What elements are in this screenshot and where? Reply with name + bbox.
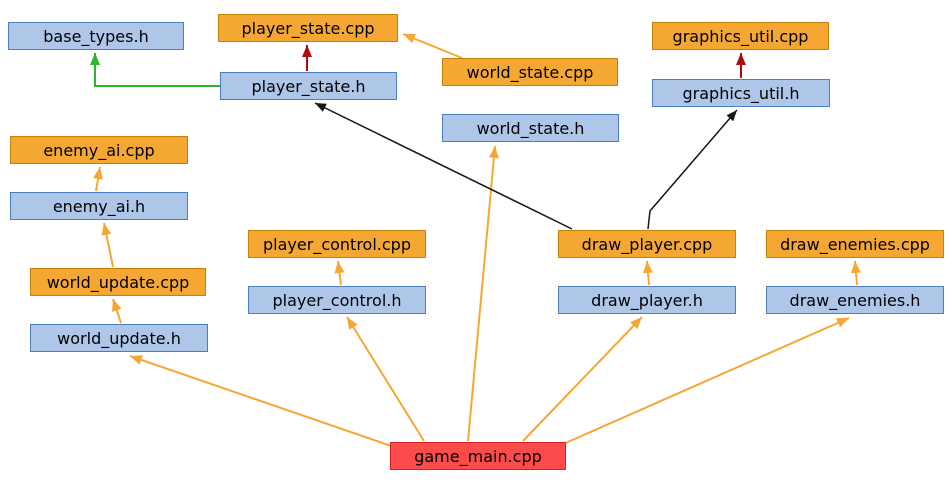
node-player-state-cpp[interactable]: player_state.cpp	[218, 14, 398, 42]
node-world-state-cpp[interactable]: world_state.cpp	[442, 58, 618, 86]
node-label: game_main.cpp	[414, 446, 542, 466]
edge-game-main-cpp-to-player-control-h	[346, 316, 425, 442]
node-draw-enemies-h[interactable]: draw_enemies.h	[766, 286, 944, 314]
node-world-update-h[interactable]: world_update.h	[30, 324, 208, 352]
edge-game-main-cpp-to-draw-enemies-h	[560, 317, 850, 446]
node-draw-player-h[interactable]: draw_player.h	[558, 286, 736, 314]
edge-player-control-h-to-player-control-cpp	[334, 260, 345, 286]
node-label: draw_enemies.h	[789, 290, 921, 310]
node-label: world_update.cpp	[46, 272, 190, 292]
edge-enemy-ai-h-to-enemy-ai-cpp	[93, 166, 103, 192]
edge-world-update-cpp-to-enemy-ai-h	[101, 222, 114, 268]
edge-player-state-h-to-base-types-h	[90, 53, 220, 87]
node-label: world_state.cpp	[466, 62, 594, 82]
node-game-main-cpp[interactable]: game_main.cpp	[390, 442, 566, 470]
node-draw-enemies-cpp[interactable]: draw_enemies.cpp	[766, 230, 944, 258]
node-player-state-h[interactable]: player_state.h	[220, 72, 397, 100]
node-enemy-ai-h[interactable]: enemy_ai.h	[10, 192, 188, 220]
node-label: draw_player.h	[591, 290, 703, 310]
edge-game-main-cpp-to-world-state-h	[467, 145, 499, 442]
edge-draw-player-cpp-to-graphics-util-h	[647, 109, 738, 230]
edge-draw-enemies-h-to-draw-enemies-cpp	[851, 260, 861, 286]
node-label: player_control.cpp	[263, 234, 411, 254]
edge-world-state-cpp-to-player-state-cpp	[402, 33, 463, 59]
node-graphics-util-cpp[interactable]: graphics_util.cpp	[652, 22, 829, 50]
edge-game-main-cpp-to-world-update-h	[129, 355, 395, 448]
node-label: player_control.h	[272, 290, 402, 310]
node-label: world_update.h	[57, 328, 181, 348]
node-label: base_types.h	[43, 26, 149, 46]
node-label: draw_enemies.cpp	[780, 234, 930, 254]
edge-game-main-cpp-to-draw-player-h	[522, 316, 643, 442]
node-label: graphics_util.cpp	[672, 26, 809, 46]
node-label: player_state.cpp	[241, 18, 375, 38]
node-label: enemy_ai.cpp	[43, 140, 155, 160]
node-enemy-ai-cpp[interactable]: enemy_ai.cpp	[10, 136, 188, 164]
node-world-update-cpp[interactable]: world_update.cpp	[30, 268, 206, 296]
node-label: enemy_ai.h	[52, 196, 146, 216]
node-base-types-h[interactable]: base_types.h	[8, 22, 184, 50]
edge-draw-player-cpp-to-player-state-h	[314, 102, 573, 230]
node-label: draw_player.cpp	[581, 234, 713, 254]
node-player-control-h[interactable]: player_control.h	[248, 286, 426, 314]
node-graphics-util-h[interactable]: graphics_util.h	[652, 79, 830, 107]
node-label: player_state.h	[251, 76, 366, 96]
node-world-state-h[interactable]: world_state.h	[442, 114, 619, 142]
node-label: graphics_util.h	[682, 83, 800, 103]
node-player-control-cpp[interactable]: player_control.cpp	[248, 230, 426, 258]
edge-draw-player-h-to-draw-player-cpp	[643, 260, 653, 286]
node-draw-player-cpp[interactable]: draw_player.cpp	[558, 230, 736, 258]
node-label: world_state.h	[476, 118, 585, 138]
edge-world-update-h-to-world-update-cpp	[112, 298, 122, 324]
